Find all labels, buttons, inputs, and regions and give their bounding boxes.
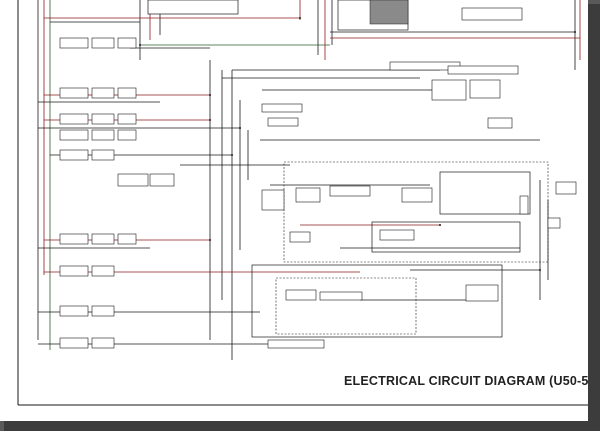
dashed-group-boxes <box>275 161 549 335</box>
top-connectors <box>147 0 523 31</box>
terminal-dots <box>139 17 576 271</box>
horizontal-wires <box>38 17 580 345</box>
center-components <box>261 61 577 349</box>
group-outlines <box>251 171 531 338</box>
bus-lines <box>37 0 581 360</box>
left-components <box>59 37 175 349</box>
page-shadow-bottom <box>4 421 600 431</box>
circuit-diagram <box>17 0 588 406</box>
diagram-sheet: ELECTRICAL CIRCUIT DIAGRAM (U50-5S) <box>0 0 600 421</box>
page-shadow-right <box>588 4 600 431</box>
diagram-title: ELECTRICAL CIRCUIT DIAGRAM (U50-5S) <box>344 374 600 388</box>
